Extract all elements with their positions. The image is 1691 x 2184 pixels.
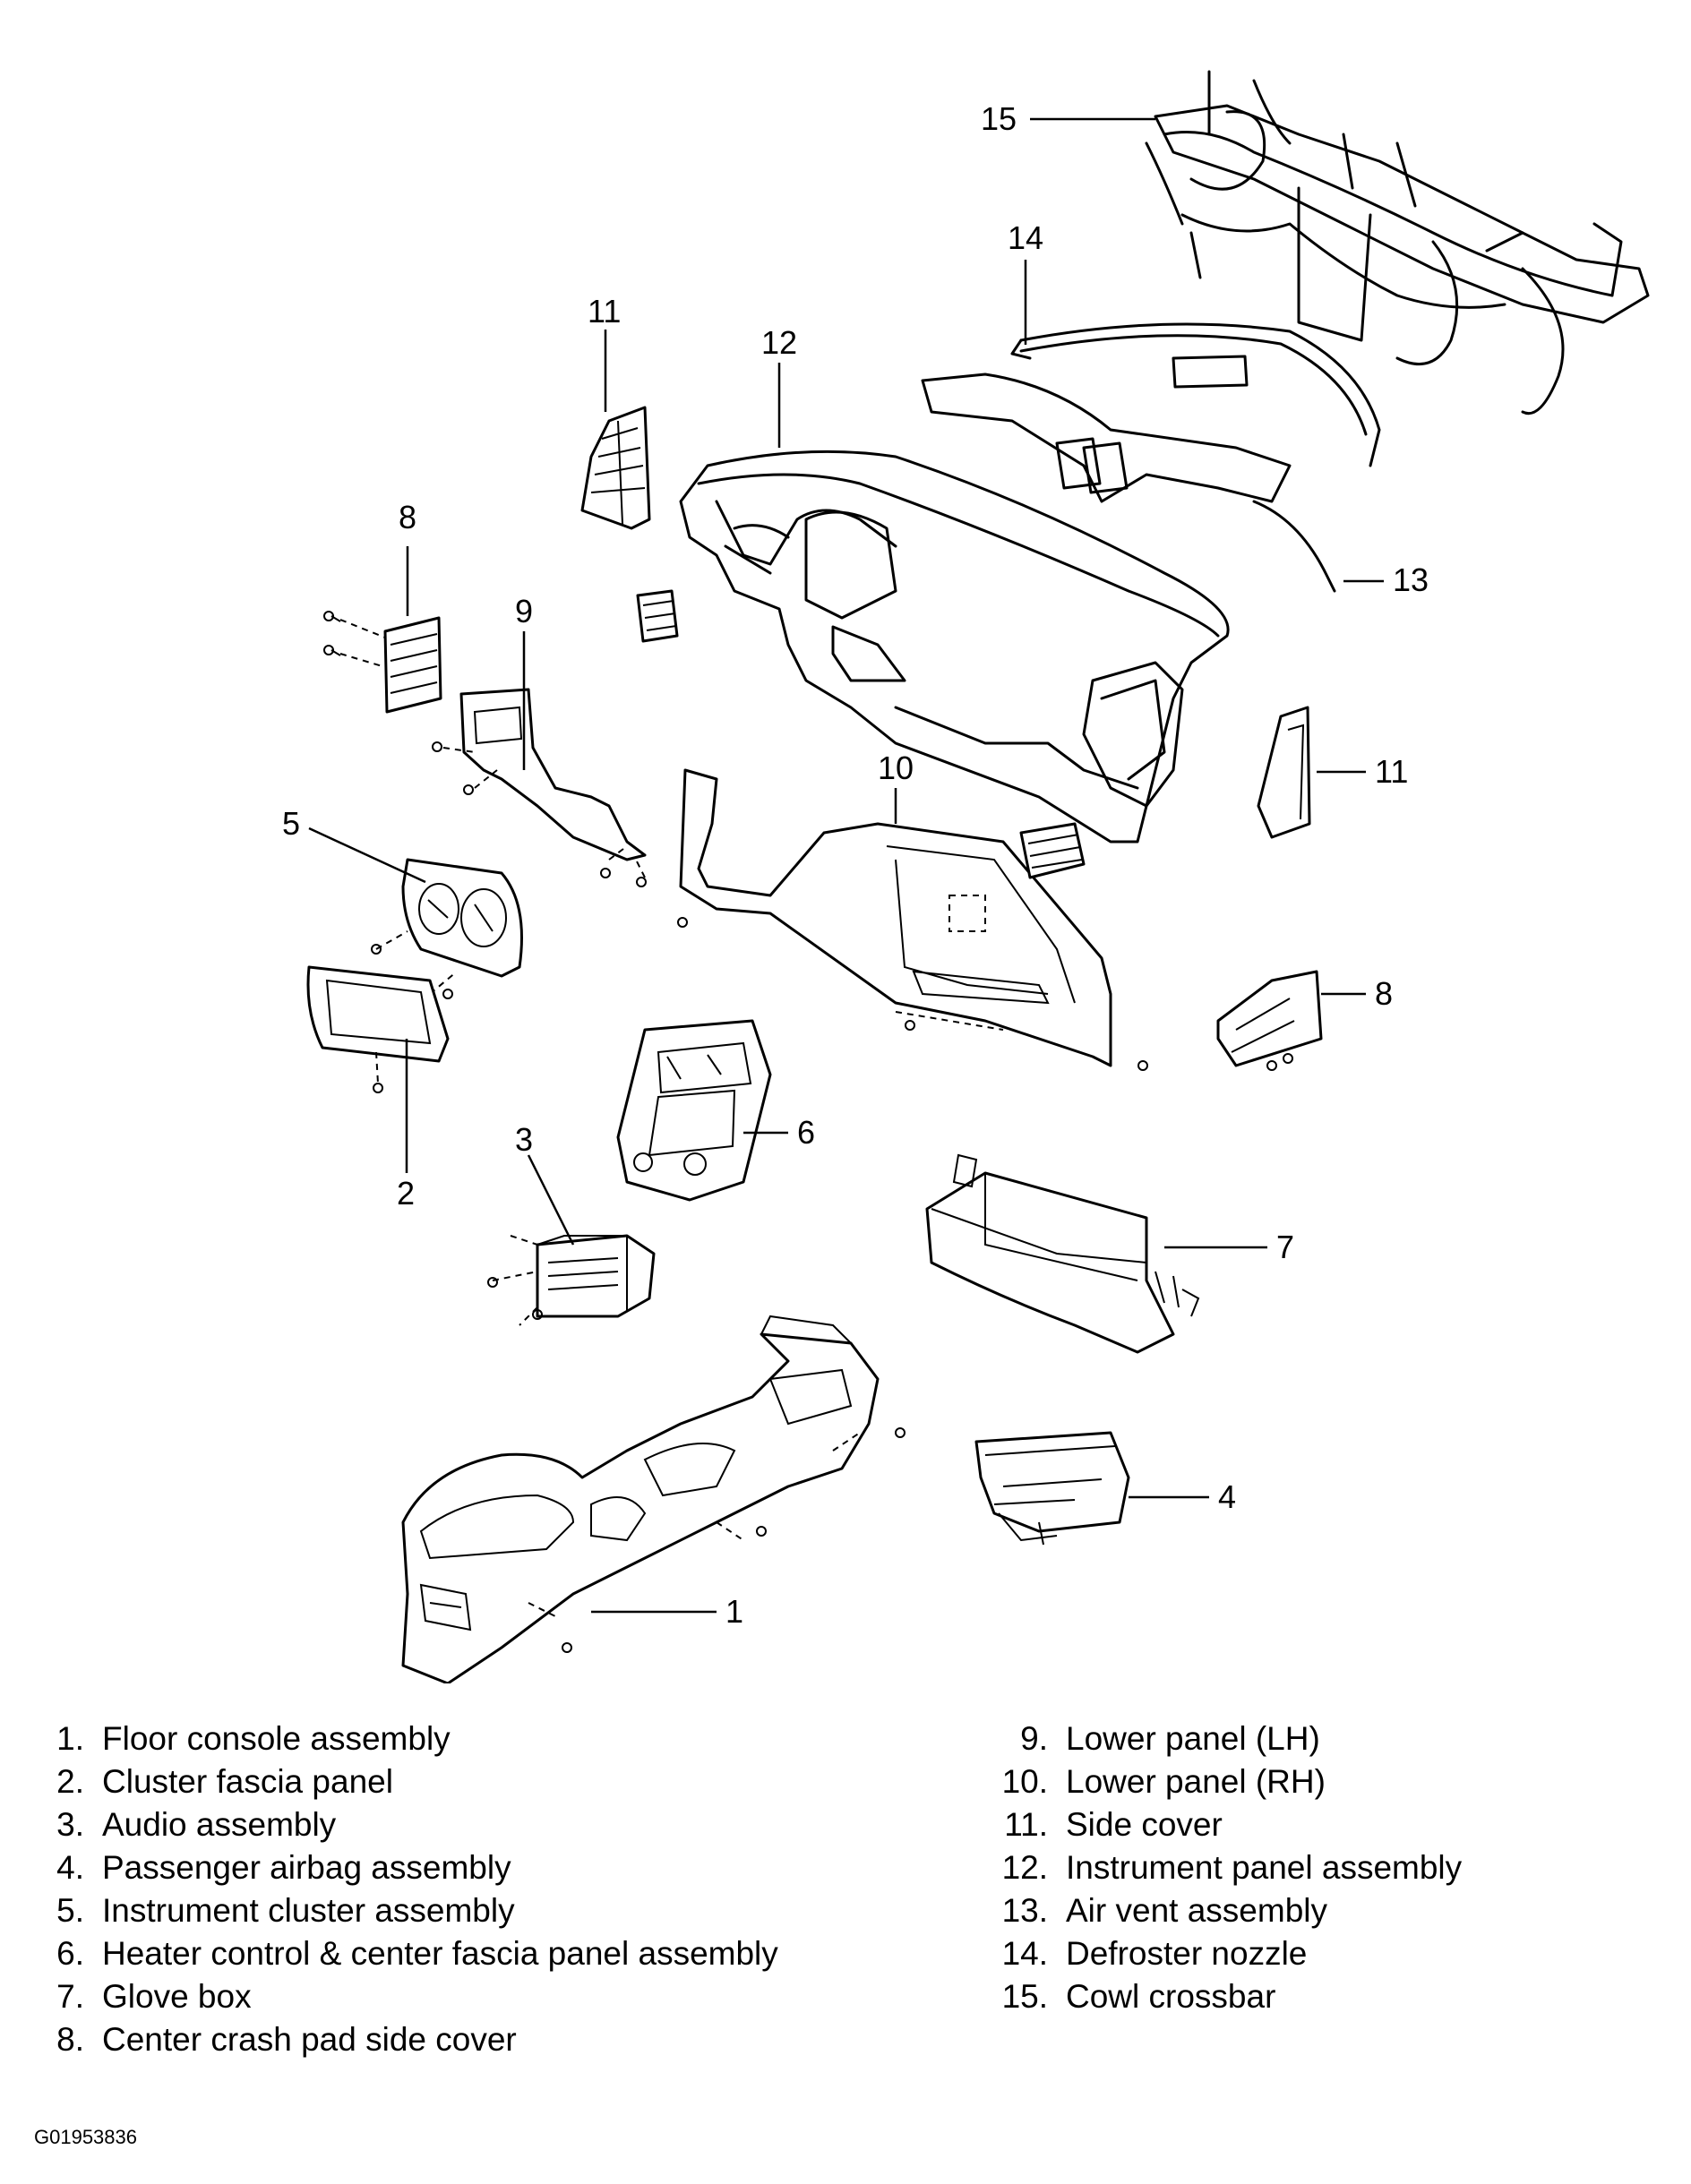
legend-number: 12.: [1001, 1849, 1048, 1886]
legend-item: 4. Passenger airbag assembly: [34, 1846, 778, 1889]
lower-panel-rh-drawing: [679, 768, 1112, 1067]
exploded-parts-diagram: 15 14 11 12 8 9 13 10 11 5 8 6 3 2 7 4 1: [282, 70, 1650, 1683]
callout-13: 13: [1393, 561, 1429, 598]
callout-10: 10: [878, 749, 914, 786]
legend-number: 10.: [1001, 1763, 1048, 1800]
legend-number: 6.: [56, 1935, 84, 1972]
legend-item: 5. Instrument cluster assembly: [34, 1889, 778, 1932]
legend-number: 14.: [1001, 1935, 1048, 1972]
legend-number: 9.: [1020, 1720, 1048, 1757]
legend-item: 14. Defroster nozzle: [985, 1932, 1462, 1975]
center-crash-pad-cover-right-drawing: [1216, 970, 1323, 1067]
callout-8-right: 8: [1375, 975, 1393, 1012]
legend-label: Air vent assembly: [1066, 1892, 1327, 1929]
legend-number: 7.: [56, 1978, 84, 2015]
legend-right-column: 9. Lower panel (LH) 10. Lower panel (RH) 1…: [985, 1717, 1463, 2018]
audio-assembly-drawing: [492, 1234, 656, 1326]
legend-label: Audio assembly: [102, 1806, 337, 1843]
instrument-cluster-drawing: [375, 858, 523, 995]
legend-item: 3. Audio assembly: [34, 1803, 778, 1846]
callout-14: 14: [1008, 219, 1043, 256]
legend-item: 11. Side cover: [985, 1803, 1462, 1846]
legend-label: Glove box: [102, 1978, 252, 2015]
screws: [323, 611, 1293, 1653]
callout-12: 12: [761, 324, 797, 361]
callout-9: 9: [515, 593, 533, 630]
small-vent-left-drawing: [636, 589, 679, 643]
legend-item: 12. Instrument panel assembly: [985, 1846, 1463, 1889]
legend-number: 3.: [56, 1806, 84, 1843]
center-crash-pad-cover-left-drawing: [330, 615, 442, 714]
side-cover-right-drawing: [1257, 706, 1311, 839]
center-air-vent-drawing: [1019, 822, 1086, 879]
leader-lines: [308, 117, 1384, 1614]
legend-number: 11.: [1004, 1806, 1048, 1843]
defroster-nozzle-drawing: [1010, 322, 1381, 467]
legend-number: 4.: [56, 1849, 84, 1886]
callout-11-upper: 11: [588, 293, 621, 330]
legend-item: 1. Floor console assembly: [34, 1717, 778, 1760]
legend-label: Instrument cluster assembly: [102, 1892, 515, 1929]
callout-15: 15: [981, 100, 1017, 137]
legend-label: Defroster nozzle: [1066, 1935, 1308, 1972]
callout-8-upper: 8: [399, 499, 416, 535]
legend-number: 15.: [1001, 1978, 1048, 2015]
air-duct-drawing: [921, 373, 1336, 593]
legend-number: 8.: [56, 2021, 84, 2058]
legend-item: 10. Lower panel (RH): [985, 1760, 1462, 1803]
lower-panel-lh-drawing: [442, 688, 647, 878]
heater-control-fascia-drawing: [616, 1019, 772, 1202]
callout-3: 3: [515, 1121, 533, 1158]
callout-4: 4: [1218, 1478, 1236, 1515]
legend-label: Cowl crossbar: [1066, 1978, 1276, 2015]
legend-label: Passenger airbag assembly: [102, 1849, 511, 1886]
instrument-panel-drawing: [679, 450, 1230, 844]
callout-1: 1: [725, 1593, 743, 1630]
callout-6: 6: [797, 1114, 815, 1151]
legend-number: 13.: [1001, 1892, 1048, 1929]
glove-box-drawing: [925, 1153, 1200, 1354]
callout-labels: 15 14 11 12 8 9 13 10 11 5 8 6 3 2 7 4 1: [282, 100, 1429, 1630]
legend-item: 9. Lower panel (LH): [985, 1717, 1462, 1760]
callout-11-right: 11: [1375, 753, 1408, 790]
legend-label: Lower panel (LH): [1066, 1720, 1320, 1757]
cluster-fascia-panel-drawing: [306, 965, 450, 1084]
cowl-crossbar-drawing: [1145, 70, 1650, 415]
side-cover-left-drawing: [580, 406, 651, 530]
legend-item: 7. Glove box: [34, 1975, 778, 2018]
legend-number: 2.: [56, 1763, 84, 1800]
legend-item: 15. Cowl crossbar: [985, 1975, 1462, 2018]
legend-item: 8. Center crash pad side cover: [34, 2018, 778, 2061]
legend-label: Cluster fascia panel: [102, 1763, 393, 1800]
legend-label: Heater control & center fascia panel ass…: [102, 1935, 778, 1972]
legend-number: 5.: [56, 1892, 84, 1929]
legend-label: Floor console assembly: [102, 1720, 451, 1757]
callout-5: 5: [282, 805, 300, 842]
legend-label: Lower panel (RH): [1066, 1763, 1326, 1800]
callout-2: 2: [397, 1175, 415, 1212]
legend-item: 13. Air vent assembly: [985, 1889, 1462, 1932]
legend-left-column: 1. Floor console assembly 2. Cluster fasci…: [34, 1717, 778, 2061]
legend-label: Side cover: [1066, 1806, 1223, 1843]
floor-console-drawing: [401, 1315, 880, 1683]
legend-item: 6. Heater control & center fascia panel a…: [34, 1932, 778, 1975]
passenger-airbag-drawing: [974, 1431, 1130, 1546]
legend-number: 1.: [56, 1720, 84, 1757]
legend-item: 2. Cluster fascia panel: [34, 1760, 778, 1803]
legend-label: Center crash pad side cover: [102, 2021, 517, 2058]
figure-code: G01953836: [34, 2126, 137, 2148]
legend-label: Instrument panel assembly: [1066, 1849, 1463, 1886]
callout-7: 7: [1276, 1229, 1294, 1265]
